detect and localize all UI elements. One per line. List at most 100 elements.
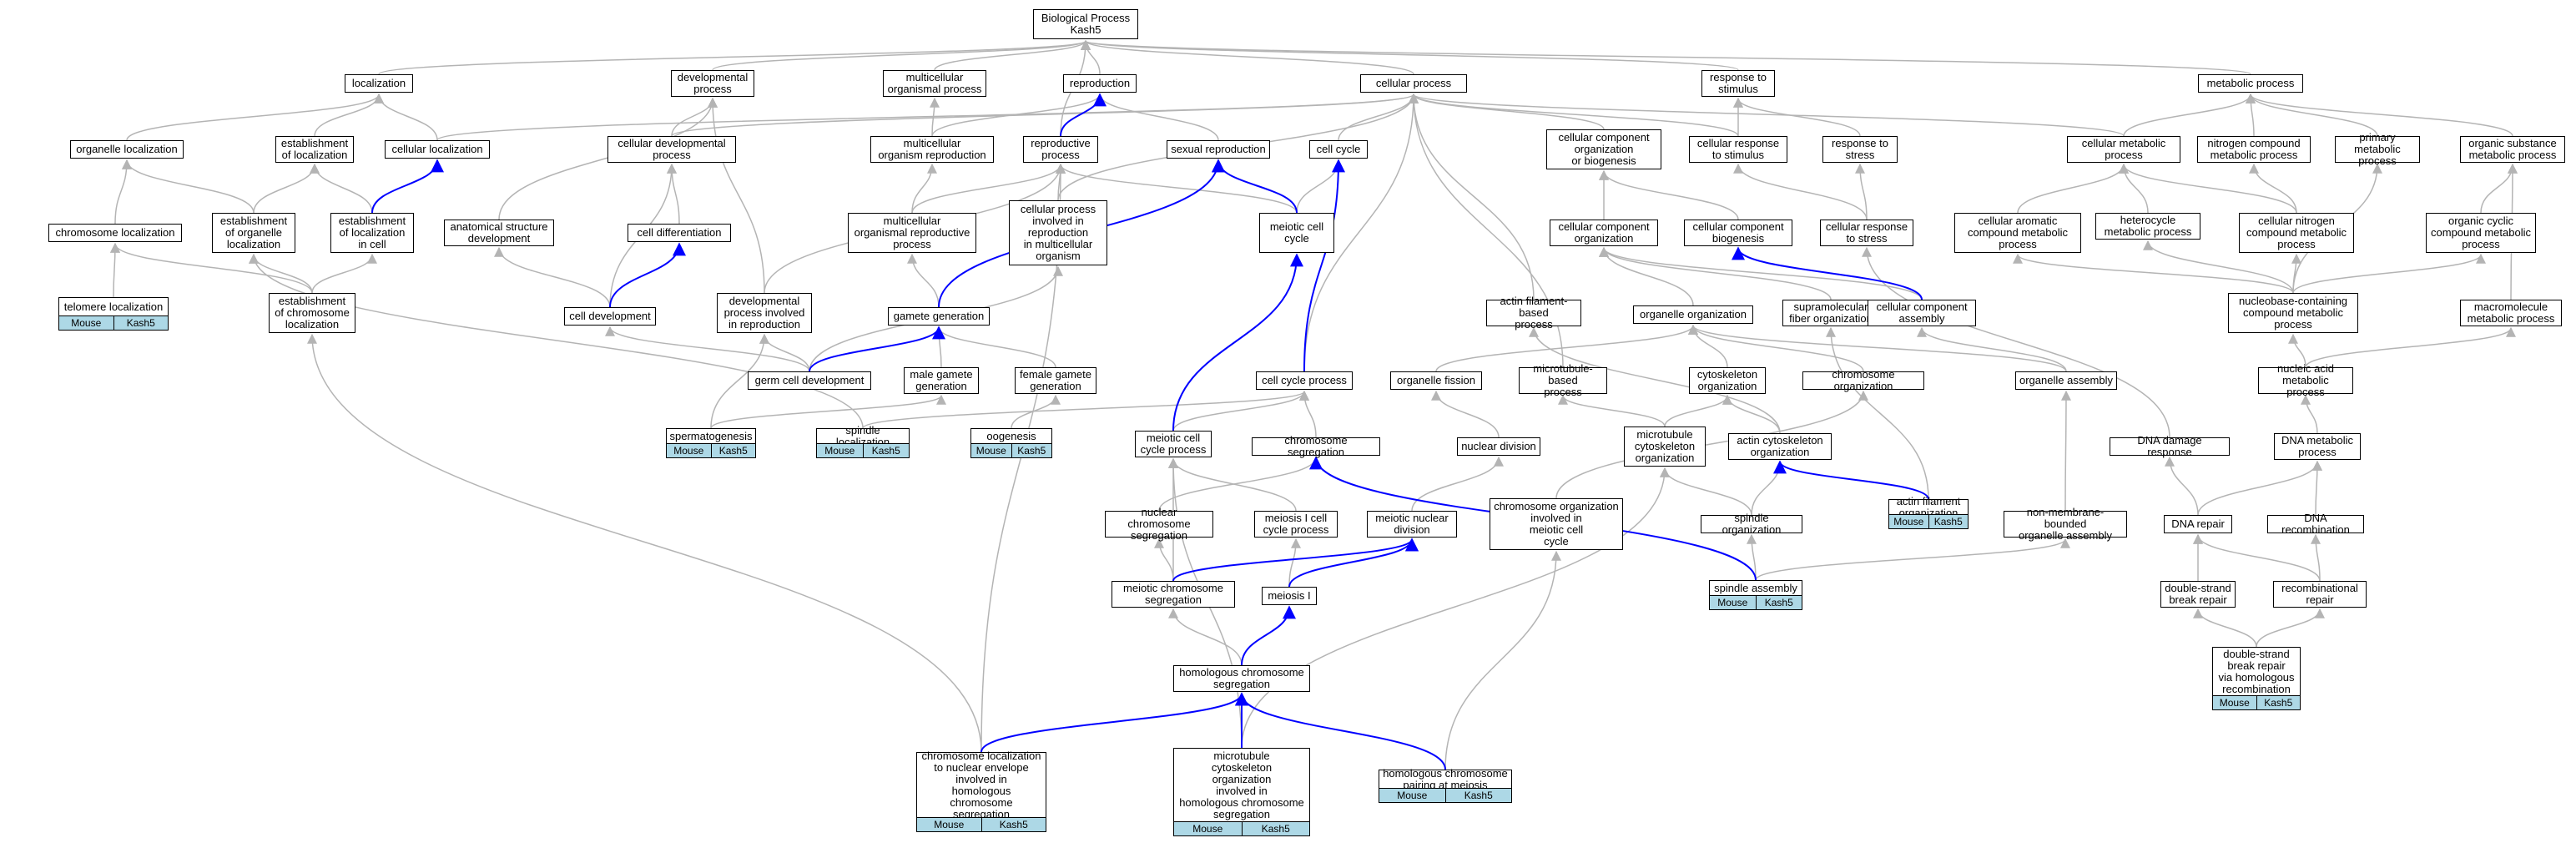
edge-estorgloc-to-estloc <box>253 163 320 214</box>
edge-orgfis-to-orgorg <box>1435 324 1698 372</box>
edge-dnarec-to-dnamp <box>2311 460 2322 516</box>
go-term-celldev: cell development <box>564 307 656 326</box>
edge-namp-to-ncmpx <box>2288 333 2306 368</box>
edge-nmboa-to-orgass <box>2060 390 2071 512</box>
edge-ncmpx-to-hmp <box>2143 240 2294 294</box>
go-term-dsbrhr: double-strand break repair via homologou… <box>2212 647 2301 695</box>
edge-rtstress-to-rts <box>1733 97 1861 137</box>
go-term-orgass: organelle assembly <box>2015 371 2117 390</box>
gene-tag: Kash5 <box>711 443 756 458</box>
go-term-cmp: cellular metabolic process <box>2067 136 2180 163</box>
edge-sfo-to-cco <box>1599 246 1832 300</box>
edge-celldiff-to-cdp <box>667 163 680 225</box>
go-term-chrloc: chromosome localization <box>48 224 182 242</box>
go-term-cacmp: cellular aromatic compound metabolic pro… <box>1954 213 2081 253</box>
species-tag: Mouse <box>2212 695 2257 710</box>
go-term-oogen: oogenesis <box>970 428 1052 443</box>
go-term-rp: reproductive process <box>1023 136 1098 163</box>
go-term-spermato: spermatogenesis <box>666 428 756 443</box>
go-term-clne: chromosome localization to nuclear envel… <box>916 750 1046 820</box>
edge-mor-to-repro <box>931 93 1105 137</box>
go-term-dev: developmental process <box>671 70 754 97</box>
species-tag: Mouse <box>1379 788 1446 803</box>
edge-dnarep-to-dnamp <box>2197 460 2322 516</box>
go-term-dpir: developmental process involved in reprod… <box>717 293 812 333</box>
edge-recrep-to-dnarep <box>2193 533 2321 582</box>
go-term-spinass: spindle assembly <box>1709 580 1802 595</box>
go-term-recrep: recombinational repair <box>2273 581 2367 608</box>
edge-mcs-to-ncs <box>1154 538 1174 582</box>
edge-cp-to-bp <box>1081 39 1414 75</box>
go-term-ncmpx: nucleobase-containing compound metabolic… <box>2228 293 2358 333</box>
go-term-mor: multicellular organism reproduction <box>870 136 994 163</box>
edge-mcc-to-sexrep <box>1212 159 1298 214</box>
edge-orgloc-to-loc <box>126 93 384 141</box>
edge-celldev-to-celldiff <box>609 242 686 308</box>
go-term-spinorg: spindle organization <box>1701 512 1802 536</box>
edge-mccp-to-ccp <box>1172 390 1309 432</box>
go-term-mtco: microtubule cytoskeleton organization in… <box>1173 748 1310 821</box>
edge-mnd-to-nucdiv <box>1411 456 1504 512</box>
edge-recrep-to-dnarec <box>2311 533 2321 582</box>
edge-cacmp-to-cmp <box>2017 163 2129 214</box>
edge-loc-to-bp <box>378 39 1091 75</box>
species-tag: Mouse <box>1709 595 1757 610</box>
gene-tag: Kash5 <box>1011 443 1052 458</box>
edge-mtco-to-mcso <box>1241 467 1670 749</box>
edge-hcpm-to-hcs <box>1235 692 1446 770</box>
edge-sexrep-to-repro <box>1095 93 1219 141</box>
go-term-nucdiv: nuclear division <box>1457 437 1540 456</box>
go-term-meiosis1: meiosis I <box>1262 587 1317 605</box>
edge-clne-to-hcs <box>980 692 1248 753</box>
edge-coimcc-to-chrorg <box>1555 390 1868 499</box>
edge-dnamp-to-namp <box>2301 394 2318 434</box>
edge-orgass-to-orgorg <box>1688 324 2067 372</box>
go-term-cp: cellular process <box>1360 74 1467 93</box>
edge-dsbrhr-to-recrep <box>2256 608 2325 648</box>
edge-estchrloc-to-estlocincell <box>311 253 377 294</box>
go-term-sexrep: sexual reproduction <box>1167 140 1270 159</box>
go-term-fgg: female gamete generation <box>1015 367 1096 394</box>
edge-ccp-to-cp <box>1303 93 1419 372</box>
gene-tag: Kash5 <box>2256 695 2301 710</box>
edge-namp-to-mmp <box>2305 326 2516 368</box>
go-term-cellloc: cellular localization <box>385 140 490 159</box>
species-tag: Mouse <box>1888 514 1929 529</box>
species-tag: Mouse <box>916 817 982 832</box>
edge-hcs-to-meiosis1 <box>1241 605 1296 666</box>
go-term-mnd: meiotic nuclear division <box>1367 511 1457 538</box>
go-term-coimcc: chromosome organization involved in meio… <box>1490 498 1623 550</box>
gene-tag: Kash5 <box>981 817 1046 832</box>
edge-cncmp-to-ncmp <box>2249 163 2297 214</box>
go-term-asd: anatomical structure development <box>444 220 554 246</box>
go-term-micp: meiosis I cell cycle process <box>1254 511 1338 538</box>
go-term-sfo: supramolecular fiber organization <box>1782 300 1879 326</box>
edge-mp-to-bp <box>1081 39 2251 75</box>
edge-crtstress-to-rtstress <box>1855 163 1868 220</box>
go-term-aco: actin cytoskeleton organization <box>1728 433 1832 460</box>
edge-cmp-to-mp <box>2123 93 2256 137</box>
edge-crts-to-cp <box>1409 93 1739 137</box>
edge-gcd-to-dpir <box>759 333 810 372</box>
go-term-chrseg: chromosome segregation <box>1252 435 1380 458</box>
go-term-ccp: cell cycle process <box>1256 371 1353 390</box>
go-term-cso: cytoskeleton organization <box>1689 367 1766 394</box>
edge-mop-to-bp <box>934 39 1091 71</box>
species-tag: Mouse <box>666 443 712 458</box>
edge-cmp-to-cp <box>1409 93 2125 137</box>
edge-ddr-to-crtstress <box>1862 246 2170 438</box>
edge-asd-to-dev <box>498 97 718 220</box>
species-tag: Mouse <box>1173 821 1243 836</box>
go-term-estloc: establishment of localization <box>275 136 354 163</box>
edge-mcs-to-mnd <box>1172 538 1419 582</box>
edge-estloc-to-loc <box>314 93 384 137</box>
go-term-telloc: telomere localization <box>58 297 169 315</box>
go-term-pmp: primary metabolic process <box>2335 132 2420 167</box>
go-term-mgg: male gamete generation <box>904 367 979 394</box>
go-term-namp: nucleic acid metabolic process <box>2258 363 2353 398</box>
gene-tag: Kash5 <box>1242 821 1310 836</box>
edge-hcpm-to-coimcc <box>1444 550 1561 770</box>
